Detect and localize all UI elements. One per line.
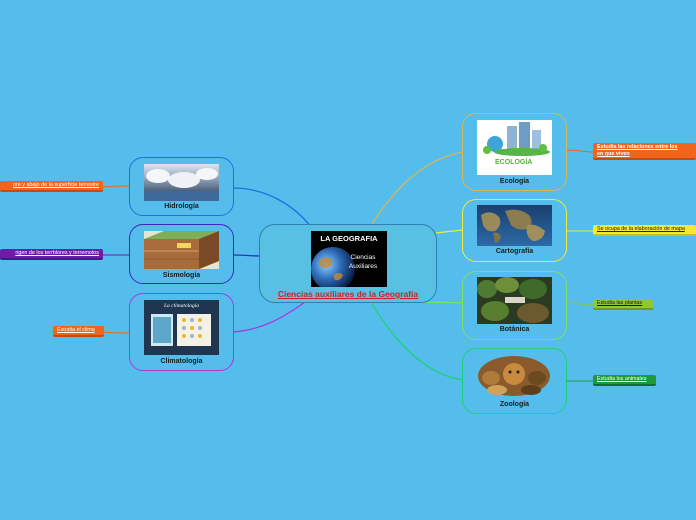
- link-zoologia: [371, 303, 464, 381]
- node-zoologia[interactable]: Zoología: [462, 348, 567, 414]
- globe-icon: [311, 247, 355, 287]
- note-zoologia[interactable]: Estudia los animales: [593, 375, 656, 386]
- central-image: LA GEOGRAFIA Ciencias Auxiliares: [311, 231, 387, 287]
- ecologia-image-title: ECOLOGÍA: [495, 159, 533, 166]
- link-cartografia: [435, 229, 464, 234]
- weather-chart-icon: [151, 314, 211, 346]
- note-sismologia[interactable]: rigen de los terrblores y terremotos: [0, 249, 103, 260]
- link-note-ecologia: [565, 149, 594, 153]
- note-hidrologia[interactable]: ore y abajo de la superficie terrestre: [0, 181, 103, 192]
- central-image-subtitle: Ciencias Auxiliares: [348, 254, 378, 270]
- link-sismologia: [232, 254, 263, 257]
- node-sismologia[interactable]: Sismología: [129, 224, 234, 284]
- cartografia-label: Cartografía: [495, 248, 534, 255]
- ecologia-image: ECOLOGÍA: [477, 120, 552, 175]
- botanica-image: [477, 277, 552, 324]
- hidrologia-label: Hidrología: [164, 203, 199, 210]
- link-hidrologia: [232, 187, 313, 229]
- note-climatologia[interactable]: Estudia el clima: [53, 326, 104, 337]
- central-label: Ciencias auxiliares de la Geografía: [277, 289, 419, 299]
- climatologia-label: Climatología: [160, 358, 203, 365]
- ecologia-label: Ecología: [499, 178, 530, 185]
- clouds-icon: [144, 168, 219, 201]
- link-note-hidrologia: [102, 185, 131, 188]
- zoologia-label: Zoología: [499, 401, 530, 408]
- link-note-climatologia: [102, 331, 131, 334]
- climatologia-image: La climatología: [144, 300, 219, 355]
- world-map-icon: [481, 209, 545, 243]
- link-climatologia: [232, 301, 306, 333]
- sismologia-label: Sismología: [162, 272, 201, 279]
- earth-layers-icon: [144, 231, 219, 269]
- node-hidrologia[interactable]: Hidrología: [129, 157, 234, 216]
- animals-icon: [478, 356, 550, 396]
- zoologia-image: [477, 354, 552, 398]
- note-botanica[interactable]: Estudia las plantas: [593, 299, 653, 310]
- node-cartografia[interactable]: Cartografía: [462, 199, 567, 262]
- node-ecologia[interactable]: ECOLOGÍA Ecología: [462, 113, 567, 191]
- note-ecologia[interactable]: Estudia las relaciones entre los en que …: [593, 143, 696, 160]
- central-image-title: LA GEOGRAFIA: [320, 234, 378, 243]
- plants-icon: [477, 277, 549, 323]
- green-city-icon: [483, 122, 550, 156]
- botanica-label: Botánica: [499, 326, 530, 333]
- link-note-botanica: [565, 302, 594, 306]
- cartografia-image: [477, 205, 552, 246]
- node-botanica[interactable]: Botánica: [462, 271, 567, 340]
- note-cartografia[interactable]: Se ocupa de la elaboración de mapa: [593, 225, 696, 236]
- central-node[interactable]: LA GEOGRAFIA Ciencias Auxiliares Ciencia…: [259, 224, 437, 303]
- node-climatologia[interactable]: La climatología Climatología: [129, 293, 234, 371]
- link-ecologia: [371, 151, 464, 225]
- sismologia-image: [144, 231, 219, 269]
- climatologia-image-title: La climatología: [164, 303, 199, 309]
- hidrologia-image: [144, 164, 219, 201]
